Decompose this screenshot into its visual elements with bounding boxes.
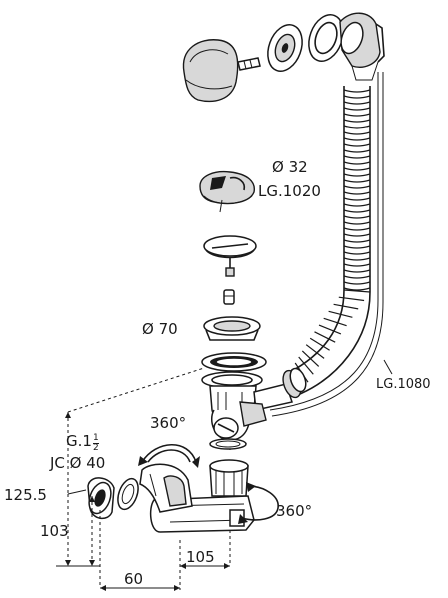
hose-length-label: LG.1080 [376,377,431,392]
hose-rib [343,179,371,183]
overflow-housing [339,12,385,81]
upper-gasket [201,352,267,372]
waste-diameter-label: Ø 70 [142,320,178,338]
hose-rib [343,245,371,249]
hose-rib [343,263,371,267]
hose-rib [343,281,371,285]
dimension-lines [56,199,231,591]
overflow-rosette [267,24,303,72]
hose-rib [343,257,371,261]
thread-prefix: G.1 [66,432,92,450]
bowden-cable [269,72,384,417]
waste-body [209,367,307,450]
hose-rib [343,233,371,237]
hose-rib [343,161,371,165]
hose-rib [343,89,371,93]
hose-leader-line [383,359,393,375]
plug-disc [203,235,257,277]
hose-rib [305,344,325,359]
hose-rib [298,356,314,375]
hose-rib [343,107,371,111]
hose-rib [343,227,371,231]
hose-rib [314,331,336,343]
hose-rib [343,113,371,117]
hose-rib [338,296,365,302]
hose-rib [343,101,371,105]
outlet-gasket [117,477,139,511]
overflow-length-label: LG.1020 [258,182,321,200]
overflow-cap [182,39,239,103]
hose-rib [343,251,371,255]
hose-rib [343,137,371,141]
hose-rib [343,167,371,171]
cap-screw [237,57,261,71]
plug-pin [223,289,235,305]
thread-numerator: 1 [92,433,99,444]
hose-rib [343,143,371,147]
thread-fraction: 1 2 [92,433,99,453]
control-knob [199,170,255,205]
hose-rib [309,337,330,351]
rotation-bottom-label: 360° [276,502,313,520]
hose-rib [343,125,371,129]
thread-size-label: G.1 1 2 [66,434,99,453]
hose-rib [343,287,371,291]
hose-rib [343,119,371,123]
hose-rib [343,275,371,279]
dimension-height-outlet: 103 [40,522,69,540]
hose-rib [343,191,371,195]
hose-rib [343,269,371,273]
dimension-offset: 105 [186,548,215,566]
overflow-hose [289,86,371,395]
hose-rib [343,239,371,243]
hose-rib [343,221,371,225]
lower-gasket [201,371,263,389]
connection-label: JC Ø 40 [50,454,106,472]
hose-rib [343,155,371,159]
rotation-arc-bottom [238,482,279,524]
hose-rib [343,173,371,177]
hose-rib [343,185,371,189]
dimension-outlet-center: 60 [124,570,144,588]
dimension-height-total: 125.5 [4,486,47,504]
hose-rib [343,131,371,135]
hose-rib [328,310,353,318]
hose-rib [318,324,342,335]
outlet-elbow [139,463,193,513]
thread-denominator: 2 [92,443,99,453]
waste-flange [203,316,261,341]
hose-rib [343,197,371,201]
hose-rib [343,209,371,213]
hose-rib [333,303,359,310]
hose-rib [343,215,371,219]
trap-ring [209,438,247,450]
trap-nut [209,459,249,497]
rotation-top-label: 360° [150,414,187,432]
hose-rib [343,95,371,99]
hose-rib [301,350,320,367]
hose-rib [343,149,371,153]
overflow-diameter-label: Ø 32 [272,158,308,176]
hose-rib [343,289,371,293]
overflow-gasket [308,14,344,62]
hose-rib [343,203,371,207]
hose-rib [323,317,347,327]
rotation-arc-top [138,443,200,468]
outlet-nut [87,477,115,520]
